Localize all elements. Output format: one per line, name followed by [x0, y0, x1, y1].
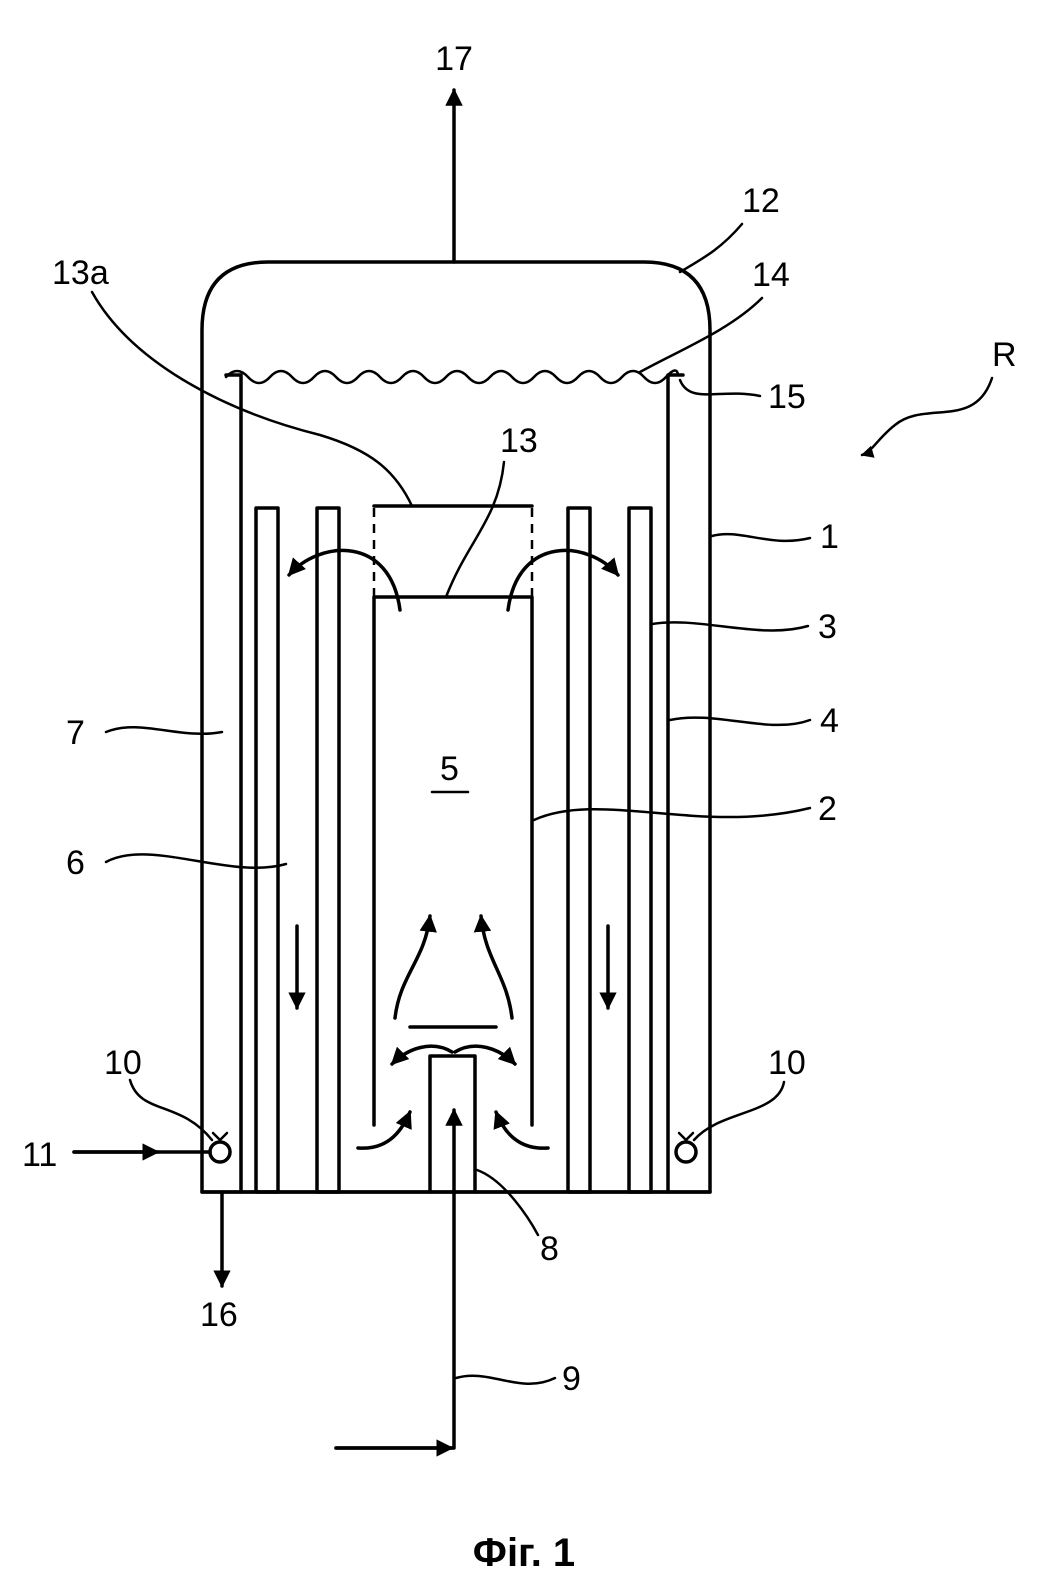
- distributor-10-right-tick: [677, 1131, 695, 1142]
- leader-8: [475, 1168, 540, 1237]
- nozzle-8: [428, 1054, 477, 1194]
- label-1: 1: [820, 518, 839, 556]
- label-3: 3: [818, 608, 837, 646]
- label-16: 16: [200, 1296, 238, 1334]
- label-4: 4: [820, 702, 839, 740]
- leader-1: [710, 532, 812, 543]
- label-8: 8: [540, 1230, 559, 1268]
- label-9: 9: [562, 1360, 581, 1398]
- distributor-10-left-tick: [211, 1131, 229, 1142]
- leader-13: [444, 460, 506, 599]
- label-7: 7: [66, 714, 85, 752]
- cylinder-3-right: [627, 506, 653, 1194]
- label-10-left: 10: [104, 1044, 142, 1082]
- vessel-wall-1: [200, 260, 712, 1194]
- wall-4-right: [666, 373, 685, 1194]
- cylinder-right-inner: [566, 506, 592, 1194]
- leader-12: [678, 222, 744, 274]
- leader-13a: [90, 290, 414, 508]
- feed-line-9: [334, 1108, 463, 1450]
- label-R: R: [992, 336, 1017, 374]
- leader-14: [638, 296, 764, 374]
- label-14: 14: [752, 256, 790, 294]
- leader-10-right: [692, 1080, 786, 1142]
- flow-arrow-up-right: [473, 914, 514, 1020]
- cylinder-left-inner: [315, 506, 341, 1194]
- flow-arrow-up-left: [393, 914, 437, 1020]
- flow-arrow-bottom-right: [493, 1110, 550, 1150]
- label-6: 6: [66, 844, 85, 882]
- label-5: 5: [440, 750, 459, 788]
- leader-10-left: [128, 1078, 214, 1142]
- leader-2: [532, 806, 812, 822]
- label-17: 17: [435, 40, 473, 78]
- label-13: 13: [500, 422, 538, 460]
- draft-tube-2: [372, 595, 534, 1127]
- leader-7: [104, 725, 224, 736]
- flow-arrow-nozzle-left: [390, 1044, 454, 1066]
- label-12: 12: [742, 182, 780, 220]
- flow-arrow-nozzle-right: [453, 1044, 517, 1066]
- label-10-right: 10: [768, 1044, 806, 1082]
- wall-4-left: [224, 373, 243, 1194]
- leader-4: [668, 716, 812, 727]
- label-11: 11: [22, 1136, 57, 1174]
- label-13a: 13a: [52, 254, 109, 292]
- distributor-10-left: [208, 1140, 232, 1164]
- leader-15: [678, 378, 762, 398]
- flow-arrow-top-right: [506, 548, 620, 612]
- cylinder-3-left: [254, 506, 280, 1194]
- label-15: 15: [768, 378, 806, 416]
- distributor-10-right: [674, 1140, 698, 1164]
- leader-3: [650, 621, 810, 632]
- label-2: 2: [818, 790, 837, 828]
- liquid-surface-14: [224, 369, 680, 385]
- flow-arrow-bottom-left: [356, 1110, 412, 1150]
- leader-9: [454, 1374, 557, 1385]
- flow-arrow-top-left: [287, 548, 402, 612]
- leader-6: [104, 853, 288, 869]
- leader-R: [860, 376, 994, 458]
- figure-caption: Фіг. 1: [473, 1531, 575, 1575]
